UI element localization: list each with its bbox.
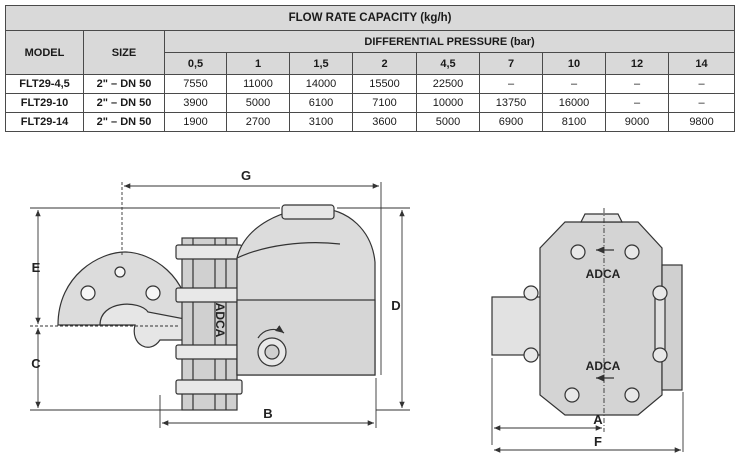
dim-label-e: E — [32, 260, 41, 275]
pressure-header: DIFFERENTIAL PRESSURE (bar) — [163, 30, 736, 53]
front-view — [491, 213, 683, 416]
dim-label-c: C — [31, 356, 41, 371]
logo-front-bottom: ADCA — [586, 359, 621, 373]
dim-label-b: B — [263, 406, 272, 421]
front-dimensions — [491, 208, 684, 453]
value-cell: 6900 — [479, 112, 543, 132]
pressure-col: 14 — [667, 52, 736, 75]
value-cell: 11000 — [226, 74, 290, 94]
pressure-col: 4,5 — [416, 52, 480, 75]
front-body — [539, 221, 663, 416]
model-cell: FLT29-14 — [5, 112, 84, 132]
pressure-col: 2 — [352, 52, 417, 75]
size-cell: 2" – DN 50 — [83, 112, 165, 132]
dim-label-f: F — [594, 434, 602, 449]
side-view — [57, 204, 376, 411]
model-cell: FLT29-4,5 — [5, 74, 84, 94]
flow-rate-table: FLOW RATE CAPACITY (kg/h) MODEL SIZE DIF… — [4, 5, 736, 132]
dim-label-a: A — [593, 412, 603, 427]
value-cell: 15500 — [352, 74, 417, 94]
table-title: FLOW RATE CAPACITY (kg/h) — [4, 5, 736, 31]
top-cap — [281, 204, 335, 220]
dim-label-d: D — [391, 298, 400, 313]
pressure-col: 10 — [542, 52, 606, 75]
value-cell: 9800 — [667, 112, 736, 132]
value-cell: 8100 — [542, 112, 606, 132]
pressure-col: 0,5 — [164, 52, 227, 75]
value-cell: 5000 — [416, 112, 480, 132]
table-row: FLT29-14 2" – DN 50 1900 2700 3100 3600 … — [5, 112, 736, 132]
pressure-col: 12 — [605, 52, 669, 75]
side-dimensions — [30, 182, 410, 428]
logo-front-top: ADCA — [586, 267, 621, 281]
pressure-col: 1 — [226, 52, 290, 75]
value-cell: 13750 — [479, 93, 543, 113]
value-cell: 2700 — [226, 112, 290, 132]
dim-label-g: G — [241, 168, 251, 183]
logo-side: ADCA — [213, 303, 227, 338]
value-cell: 3100 — [289, 112, 353, 132]
